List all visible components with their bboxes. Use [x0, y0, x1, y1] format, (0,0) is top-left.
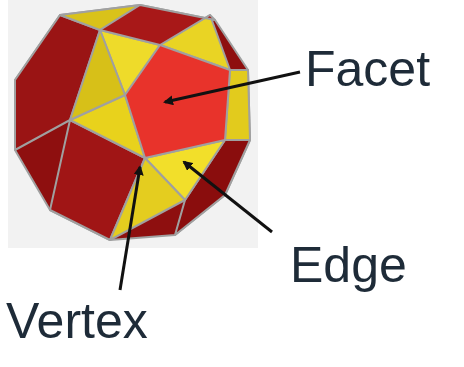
- facet-label: Facet: [305, 44, 430, 94]
- vertex-label: Vertex: [6, 296, 148, 346]
- leader-arrows: [120, 72, 300, 290]
- facet-arrow: [165, 72, 300, 102]
- edge-label: Edge: [290, 240, 407, 290]
- edge-arrow: [184, 162, 272, 232]
- vertex-arrow: [120, 167, 140, 290]
